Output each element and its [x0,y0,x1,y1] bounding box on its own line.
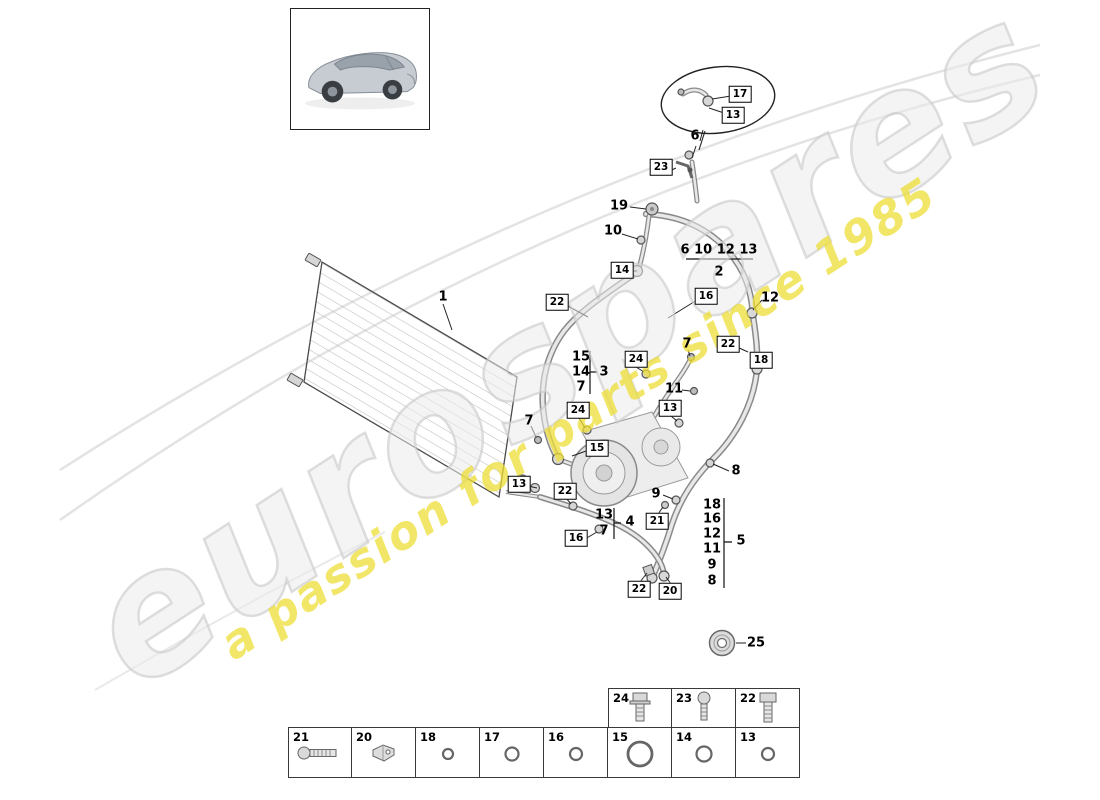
part-number-label[interactable]: 7 [576,379,586,395]
bushing-drawing [708,629,736,657]
part-number-box[interactable]: 16 [694,287,718,305]
group-brackets [589,258,753,588]
part-number-box[interactable]: 22 [716,335,740,353]
legend-part-number: 16 [548,730,565,744]
screw-icon [297,746,337,759]
legend-cell-16[interactable]: 16 [544,727,608,778]
part-number-box[interactable]: 22 [627,580,651,598]
legend-row-top: 24 23 22 [608,688,800,728]
o-ring-icon [694,744,713,763]
part-number-label[interactable]: 19 [609,198,629,214]
flange-bolt-icon [629,692,651,722]
part-number-box[interactable]: 20 [658,582,682,600]
legend-cell-17[interactable]: 17 [480,727,544,778]
part-number-label[interactable]: 6 10 12 13 [680,242,758,258]
part-number-label[interactable]: 13 [594,507,614,523]
legend-row-bottom: 21 20 18 17 [288,727,800,778]
part-number-label[interactable]: 14 [571,364,591,380]
part-number-label[interactable]: 8 [731,463,741,479]
o-ring-icon [568,746,583,761]
part-number-label[interactable]: 1 [438,289,448,305]
part-number-label[interactable]: 4 [625,514,635,530]
legend-cell-14[interactable]: 14 [672,727,736,778]
legend-part-number: 13 [740,730,757,744]
o-ring-large-icon [626,740,653,767]
legend-part-number: 20 [356,730,373,744]
legend-part-number: 24 [613,691,630,705]
o-ring-icon [441,747,454,760]
part-number-label[interactable]: 15 [571,349,591,365]
part-number-box[interactable]: 22 [545,293,569,311]
part-number-box[interactable]: 13 [507,475,531,493]
hex-bolt-icon [759,692,776,723]
legend-part-number: 17 [484,730,501,744]
part-number-label[interactable]: 10 [603,223,623,239]
part-number-box[interactable]: 18 [749,351,773,369]
legend-cell-22[interactable]: 22 [736,688,800,728]
legend-cell-15[interactable]: 15 [608,727,672,778]
part-number-box[interactable]: 24 [624,350,648,368]
legend-cell-18[interactable]: 18 [416,727,480,778]
socket-bolt-icon [697,691,710,721]
part-number-label[interactable]: 2 [714,264,724,280]
car-illustration [304,52,417,110]
part-number-box[interactable]: 15 [585,439,609,457]
part-number-label[interactable]: 16 [702,511,722,527]
part-number-label[interactable]: 3 [599,364,609,380]
part-number-box[interactable]: 21 [645,512,669,530]
part-number-label[interactable]: 11 [664,381,684,397]
part-number-label[interactable]: 6 [690,128,700,144]
part-number-box[interactable]: 13 [721,106,745,124]
part-number-label[interactable]: 18 [702,497,722,513]
legend-cell-24[interactable]: 24 [608,688,672,728]
legend-part-number: 22 [740,691,757,705]
part-number-box[interactable]: 17 [728,85,752,103]
part-number-box[interactable]: 14 [610,261,634,279]
legend-part-number: 15 [612,730,629,744]
part-number-box[interactable]: 23 [649,158,673,176]
legend-part-number: 21 [293,730,310,744]
part-number-label[interactable]: 8 [707,573,717,589]
legend-cell-13[interactable]: 13 [736,727,800,778]
legend-part-number: 23 [676,691,693,705]
fittings-drawing [533,150,763,584]
part-number-label[interactable]: 25 [746,635,766,651]
part-number-box[interactable]: 13 [658,399,682,417]
part-number-label[interactable]: 9 [707,557,717,573]
o-ring-icon [503,745,520,762]
part-number-label[interactable]: 7 [524,413,534,429]
part-number-label[interactable]: 7 [682,336,692,352]
part-number-box[interactable]: 16 [564,529,588,547]
part-number-box[interactable]: 22 [553,482,577,500]
legend-cell-23[interactable]: 23 [672,688,736,728]
legend-cell-21[interactable]: 21 [288,727,352,778]
watermark-tagline: a passion for parts since 1985 [210,166,947,671]
legend-part-number: 14 [676,730,693,744]
part-number-label[interactable]: 9 [651,486,661,502]
part-number-label[interactable]: 7 [599,523,609,539]
callout-detail [660,65,776,151]
retainer-clip-icon [372,743,394,762]
part-number-label[interactable]: 11 [702,541,722,557]
car-thumbnail-box [290,8,430,130]
part-number-box[interactable]: 24 [566,401,590,419]
watermark-brand: eurospares [50,0,1084,727]
o-ring-icon [760,746,775,761]
part-number-label[interactable]: 12 [760,290,780,306]
part-number-label[interactable]: 12 [702,526,722,542]
legend-part-number: 18 [420,730,437,744]
legend-cell-20[interactable]: 20 [352,727,416,778]
part-number-label[interactable]: 5 [736,533,746,549]
